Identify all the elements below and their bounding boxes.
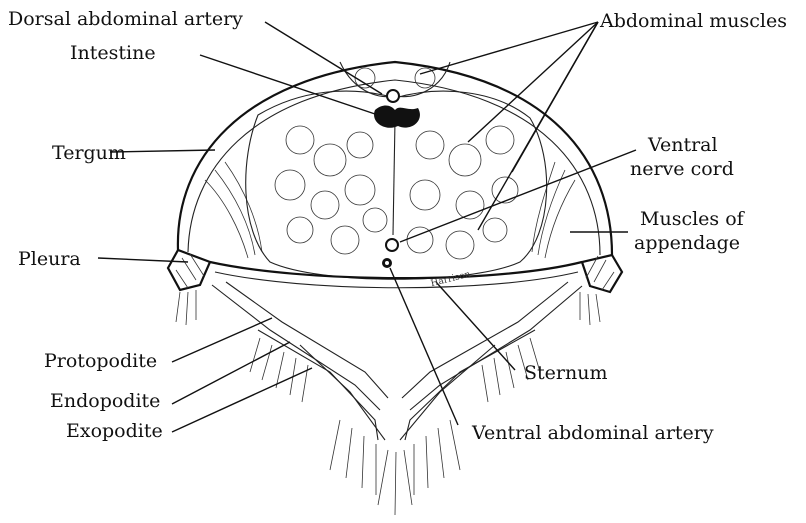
pleura-left: [168, 250, 210, 290]
label-muscles-of-appendage-line2: appendage: [634, 232, 740, 254]
label-muscles-of-appendage-line1: Muscles of: [640, 208, 744, 230]
label-ventral-nerve-cord-line1: Ventral: [648, 134, 718, 156]
label-exopodite: Exopodite: [66, 420, 163, 442]
label-ventral-nerve-cord-line2: nerve cord: [630, 158, 734, 180]
sternum-band: [210, 262, 582, 278]
dorsal-artery: [387, 90, 399, 102]
intestine-shape: [374, 106, 420, 128]
setae: [176, 290, 600, 515]
label-intestine: Intestine: [70, 42, 156, 64]
label-pleura: Pleura: [18, 248, 81, 270]
ventral-nerve-cord: [386, 239, 398, 251]
label-protopodite: Protopodite: [44, 350, 157, 372]
label-tergum: Tergum: [52, 142, 126, 164]
label-abdominal-muscles: Abdominal muscles: [600, 10, 787, 32]
label-ventral-abdominal-artery: Ventral abdominal artery: [472, 422, 714, 444]
label-sternum: Sternum: [524, 362, 607, 384]
label-dorsal-abdominal-artery: Dorsal abdominal artery: [8, 8, 243, 30]
label-endopodite: Endopodite: [50, 390, 160, 412]
